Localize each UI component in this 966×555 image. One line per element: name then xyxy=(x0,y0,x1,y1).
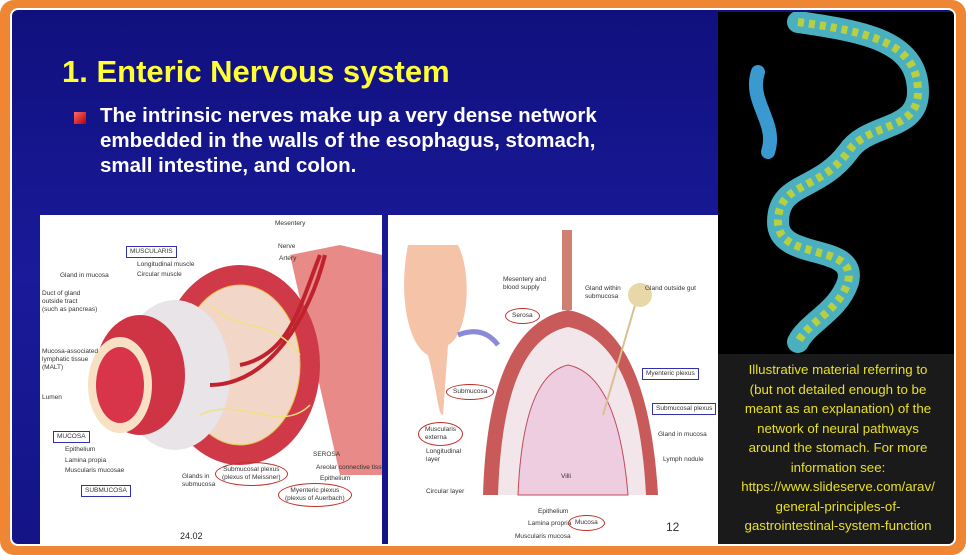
label: Submucosal plexus xyxy=(223,466,280,473)
label-boxed: Submucosal plexus xyxy=(652,403,717,415)
page-number: 12 xyxy=(666,520,680,534)
note-link[interactable]: general-principles-of- xyxy=(775,498,901,514)
label: submucosa xyxy=(182,481,216,488)
intestine-illustration xyxy=(404,230,658,496)
note-link[interactable]: https://www.slideserve.com/arav/ xyxy=(741,479,935,494)
note-line: Illustrative material referring to xyxy=(748,362,928,377)
label: Myenteric plexus xyxy=(290,487,340,494)
slide: 1. Enteric Nervous system The intrinsic … xyxy=(10,8,956,546)
note-line: (but not detailed enough to be xyxy=(749,381,927,397)
note-link[interactable]: gastrointestinal-system-function xyxy=(744,518,932,533)
label: (plexus of Auerbach) xyxy=(285,495,345,502)
note-line: meant as an explanation) of the xyxy=(744,401,932,416)
label: Lamina propia xyxy=(65,457,107,464)
label: Gland within xyxy=(585,285,621,292)
label: Mesentery and xyxy=(503,276,546,283)
label: externa xyxy=(425,434,447,441)
label: Gland in mucosa xyxy=(60,272,109,279)
bullet-icon xyxy=(74,112,86,124)
intestine-fluorescence-image xyxy=(749,12,930,353)
slide-title: 1. Enteric Nervous system xyxy=(62,54,450,89)
label: Circular muscle xyxy=(137,271,182,278)
label: lymphatic tissue xyxy=(42,356,89,363)
label: Gland outside gut xyxy=(645,285,696,292)
bullet-text: The intrinsic nerves make up a very dens… xyxy=(100,104,597,177)
label: Muscularis xyxy=(425,426,457,433)
label-boxed: MUSCULARIS xyxy=(126,246,177,258)
stained-intestine-photo xyxy=(718,12,954,354)
label: SEROSA xyxy=(313,451,341,458)
note-line: network of neural pathways xyxy=(757,420,919,436)
label: submucosa xyxy=(585,293,619,300)
label: Lamina propria xyxy=(528,520,572,527)
figure-number: 24.02 xyxy=(180,531,203,541)
label: Mucosa-associated xyxy=(42,348,98,355)
gut-wall-diagram: Mesentery Nerve Artery MUSCULARIS Longit… xyxy=(40,215,382,544)
label-boxed: SUBMUCOSA xyxy=(81,485,131,497)
intestine-cross-section-diagram: Mesentery and blood supply Gland within … xyxy=(388,215,720,544)
label: Epithelium xyxy=(538,508,569,515)
label: (such as pancreas) xyxy=(42,306,98,313)
label: Lymph nodule xyxy=(663,456,704,463)
label-boxed: MUCOSA xyxy=(53,431,90,443)
label: (plexus of Meissner) xyxy=(222,474,281,481)
label: (MALT) xyxy=(42,364,64,371)
label: blood supply xyxy=(503,284,540,291)
label: Muscularis mucosa xyxy=(515,533,571,540)
label: outside tract xyxy=(42,298,78,305)
label: Muscularis mucosae xyxy=(65,467,125,474)
note-line: information see: xyxy=(790,459,886,475)
label: Nerve xyxy=(278,243,296,250)
label: Circular layer xyxy=(426,488,465,495)
label-circled: Mucosa xyxy=(568,515,605,531)
label: Longitudinal xyxy=(426,448,462,455)
label: Longitudinal muscle xyxy=(137,261,195,268)
label-circled: Submucosa xyxy=(446,384,495,400)
label: Villi xyxy=(561,473,571,480)
label: Areolar connective tissue xyxy=(316,464,382,471)
label: Mesentery xyxy=(275,220,306,227)
label: Epithelium xyxy=(65,446,96,453)
label-boxed: Myenteric plexus xyxy=(642,368,699,380)
note-line: around the stomach. For more xyxy=(748,440,928,455)
label-circled: Submucosal plexus(plexus of Meissner) xyxy=(215,462,288,486)
label: layer xyxy=(426,456,441,463)
label: Gland in mucosa xyxy=(658,431,707,438)
label: Artery xyxy=(279,255,297,262)
label-circled: Myenteric plexus(plexus of Auerbach) xyxy=(278,483,352,507)
label: Duct of gland xyxy=(42,290,81,297)
label-circled: Serosa xyxy=(505,308,540,324)
label: Epithelium xyxy=(320,475,351,482)
label: Glands in xyxy=(182,473,210,480)
label: Lumen xyxy=(42,394,62,401)
attribution-note: Illustrative material referring to (but … xyxy=(718,354,954,544)
gut-wall-illustration xyxy=(88,245,382,475)
